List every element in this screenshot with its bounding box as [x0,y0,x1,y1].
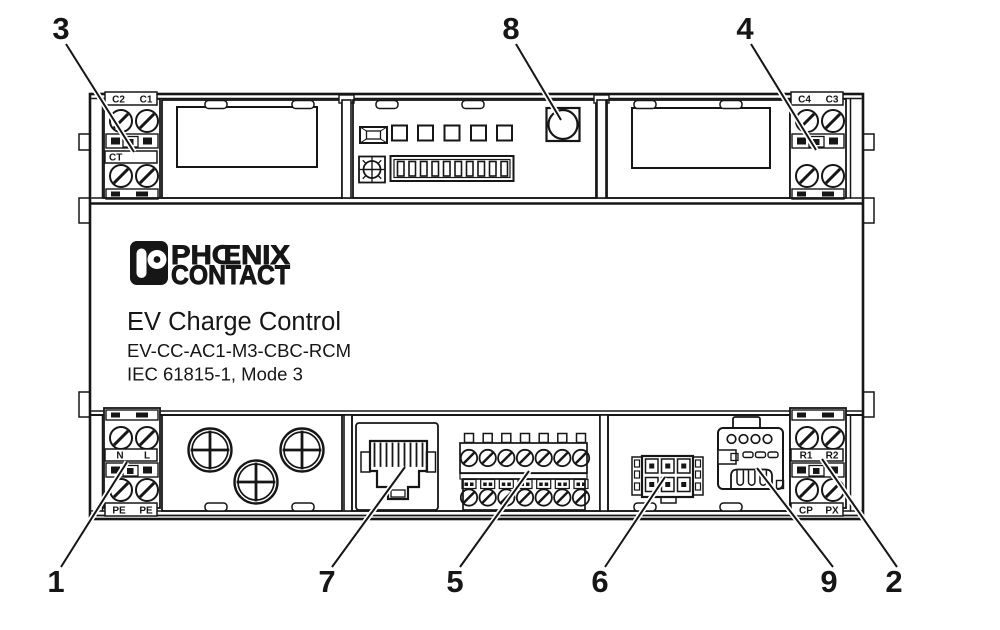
callout-2-cp-px-terminal: 2 [819,457,903,599]
callout-8-number: 8 [502,11,519,46]
terminal-label-c3: C3 [826,95,839,106]
terminal-block-control-pilot [789,407,847,517]
module-divider-post-bottom-left [343,414,353,512]
dip-switch [389,155,515,182]
product-model: EV-CC-AC1-M3-CBC-RCM [127,340,351,361]
module-divider-post-top-right [593,94,610,199]
terminal-label-pe-left: PE [112,506,126,517]
led-indicator [391,124,408,142]
callout-9-number: 9 [820,564,837,599]
terminal-label-ct: CT [109,153,122,164]
callouts: 1 2 3 4 5 6 7 8 [47,11,902,599]
terminal-label-c4: C4 [798,95,811,106]
callout-9-sim-card-holder: 9 [754,466,838,599]
callout-2-number: 2 [885,564,902,599]
push-button [545,106,581,143]
callout-5-number: 5 [446,564,463,599]
callout-8-push-button: 8 [502,11,564,122]
product-standard: IEC 61815-1, Mode 3 [127,364,303,385]
terminal-label-c1: C1 [140,95,153,106]
callout-5-io-terminal: 5 [446,469,532,599]
bottom-module-interface [607,414,791,512]
callout-7-number: 7 [318,564,335,599]
callout-7-rj45-port: 7 [318,465,408,599]
terminal-label-r2: R2 [826,451,839,462]
bottom-module-power [161,414,343,512]
rotary-switch-icon [358,155,386,184]
callout-6-number: 6 [591,564,608,599]
led-indicator [417,124,434,142]
callout-4-number: 4 [736,11,754,46]
phoenix-contact-logo-icon [130,241,168,285]
callout-3-ct-terminal: 3 [52,11,137,154]
callout-1-number: 1 [47,564,64,599]
terminal-label-c2: C2 [112,95,125,106]
terminal-label-pe-right: PE [139,506,153,517]
callout-6-header-connector: 6 [591,475,668,599]
module-divider-post-top-left [338,94,355,199]
front-label [130,241,168,285]
product-title: EV Charge Control [127,308,341,336]
terminal-label-r1: R1 [800,451,813,462]
callout-4-c4-c3-terminal: 4 [736,11,819,152]
rj45-pins [373,442,424,467]
rj45-port [355,422,439,511]
led-indicator [470,124,487,142]
terminal-block-supply [103,407,161,517]
callout-1-supply-terminal: 1 [47,460,130,599]
callout-3-number: 3 [52,11,69,46]
header-connector [631,454,704,504]
terminal-block-c4-c3 [789,91,847,200]
header-connector-pins [649,463,687,487]
led-indicator [496,124,513,142]
terminal-label-px: PX [825,506,839,517]
status-led-row [391,124,513,142]
led-indicator [443,124,461,142]
labeling-window-right [631,107,771,169]
labeling-window-left [176,106,318,168]
module-divider-post-bottom-right [599,414,609,512]
terminal-label-cp: CP [799,506,813,517]
sim-card-holder [717,416,785,490]
display-window-icon [359,126,388,144]
brand-wordmark-line1: PHŒNIX [171,240,290,270]
brand-wordmark-line2: CONTACT [171,260,290,290]
terminal-label-n: N [116,451,123,462]
terminal-label-l: L [144,451,150,462]
